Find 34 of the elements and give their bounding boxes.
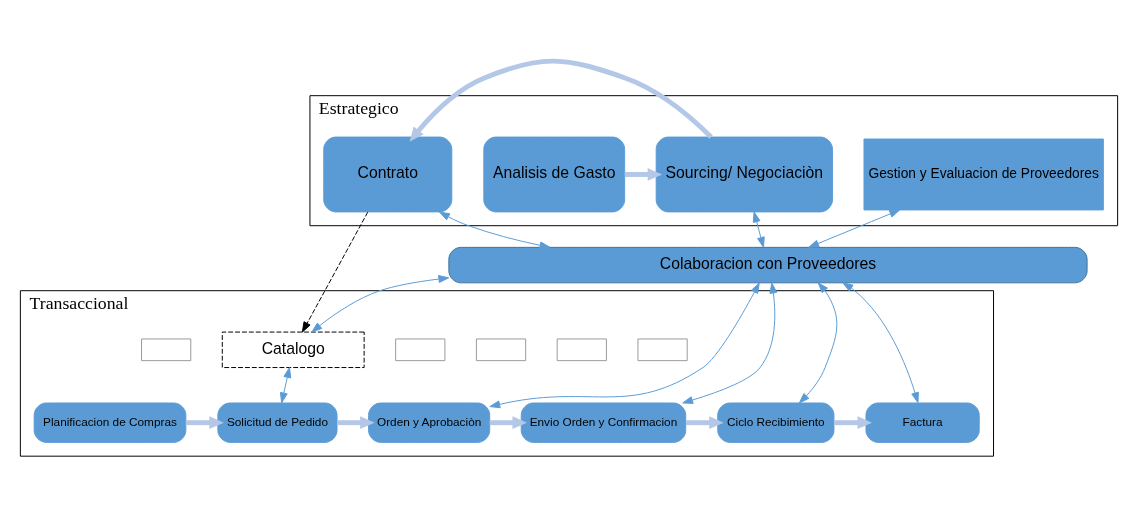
node-box: Gestion y Evaluacion de Proveedores (863, 138, 1104, 211)
node-box: Ciclo Recibimiento (717, 402, 835, 443)
node-box: Sourcing/ Negociaciòn (655, 136, 833, 213)
node-box (475, 338, 527, 362)
arrow (301, 211, 369, 333)
node-box: Envio Orden y Confirmacion (520, 402, 687, 443)
arrow (409, 58, 713, 142)
arrow (808, 209, 901, 248)
arrow (682, 282, 778, 404)
arrow (185, 416, 224, 430)
arrow (489, 416, 527, 430)
arrow (624, 168, 663, 181)
node-box: Catalogo (221, 331, 365, 368)
node-box: Orden y Aprobaciòn (368, 402, 491, 443)
arrow (685, 416, 724, 430)
arrow (337, 416, 375, 430)
arrow (834, 416, 872, 430)
arrow (842, 282, 919, 404)
arrow (279, 367, 292, 404)
arrow (798, 282, 838, 404)
arrow (752, 211, 765, 248)
arrow (439, 211, 551, 250)
node-box (141, 338, 192, 362)
node-box: Colaboracion con Proveedores (448, 246, 1088, 284)
arrow (489, 282, 760, 409)
node-box: Contrato (323, 136, 453, 213)
node-box: Planificacion de Compras (33, 402, 187, 443)
node-box (637, 338, 688, 362)
node-box (556, 338, 607, 362)
arrow (311, 275, 450, 333)
node-box: Analisis de Gasto (483, 136, 626, 213)
node-box (395, 338, 446, 362)
node-box: Solicitud de Pedido (217, 402, 338, 443)
node-box: Factura (865, 402, 980, 443)
